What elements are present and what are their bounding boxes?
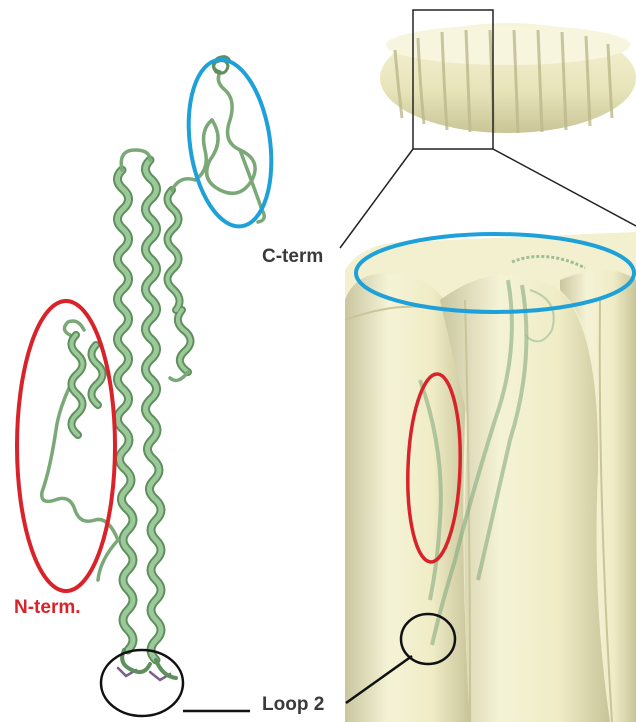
c-term-label: C-term [262, 246, 323, 268]
zoom-line-right [493, 149, 636, 226]
ring-overview [380, 10, 636, 149]
zoom-line-left [340, 149, 413, 248]
n-term-highlight-left [17, 301, 115, 591]
loop-2-label: Loop 2 [262, 694, 324, 716]
n-term-label: N-term. [14, 597, 81, 619]
density-surface [345, 232, 636, 722]
loop-2-highlight-left [101, 650, 183, 716]
